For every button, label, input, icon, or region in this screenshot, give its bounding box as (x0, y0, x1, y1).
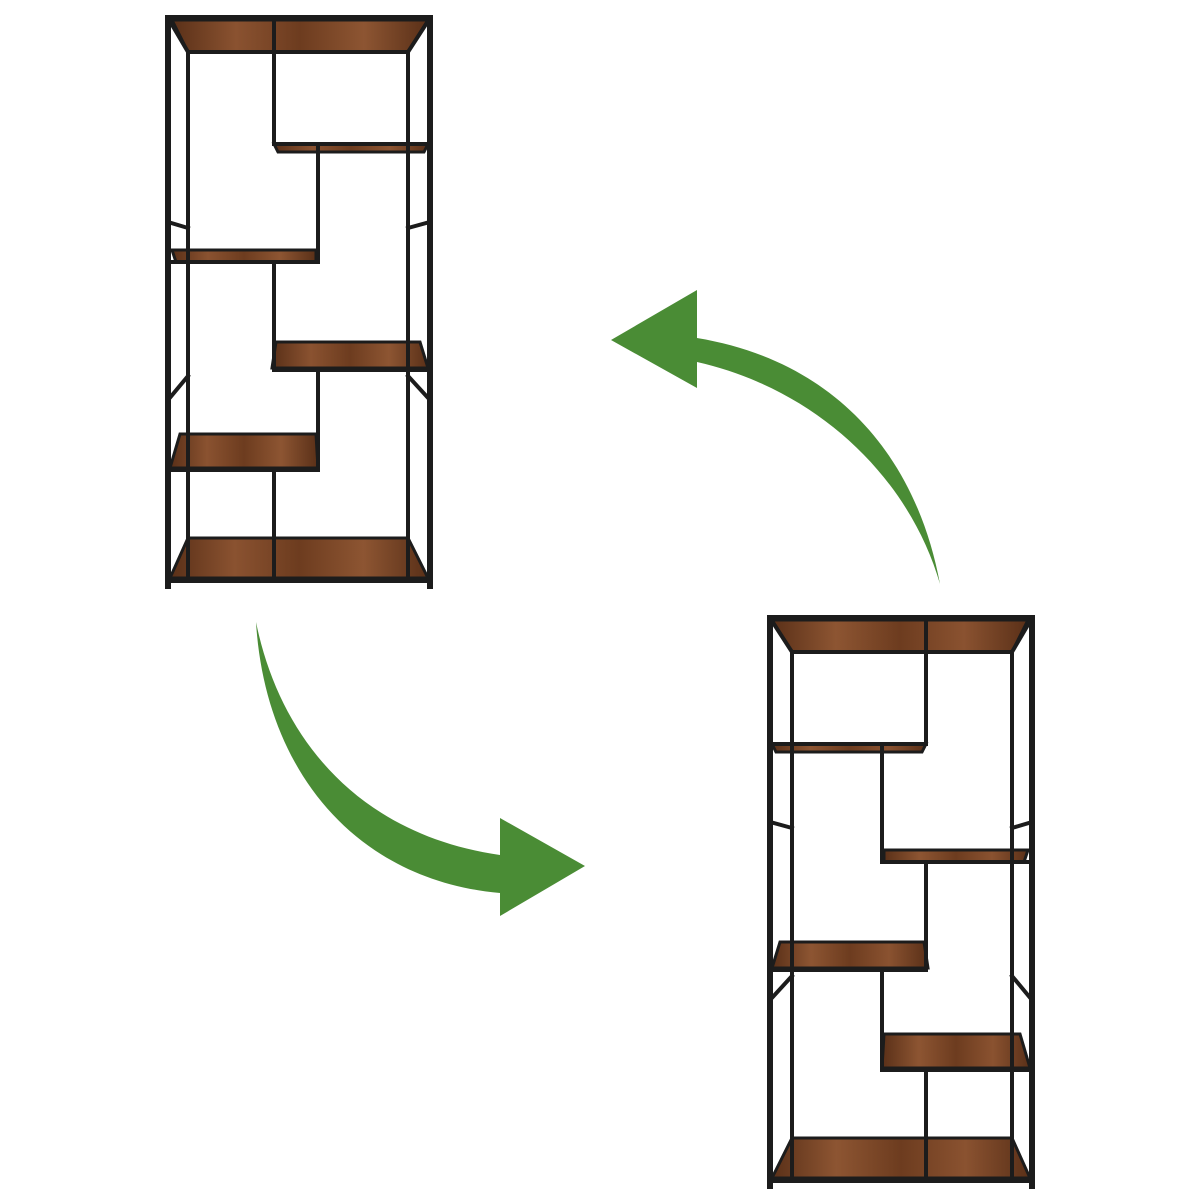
metal-frame (767, 615, 1035, 1189)
shelf-board-bottom (167, 536, 431, 580)
bookshelf-front-view (165, 15, 433, 589)
metal-frame (165, 15, 433, 589)
shelf-boards (769, 618, 1033, 1180)
shelf-board-top (769, 618, 1031, 654)
shelf-board (270, 340, 431, 370)
shelf-board (769, 940, 930, 970)
curved-arrow-right-icon (256, 622, 585, 916)
shelf-board-top (169, 18, 431, 54)
bookshelf-mirrored-view (767, 615, 1035, 1189)
shelf-boards (167, 18, 431, 580)
shelf-board (167, 432, 320, 470)
curved-arrow-left-icon (611, 290, 940, 584)
shelf-board-bottom (769, 1136, 1033, 1180)
shelf-board (880, 1032, 1033, 1070)
